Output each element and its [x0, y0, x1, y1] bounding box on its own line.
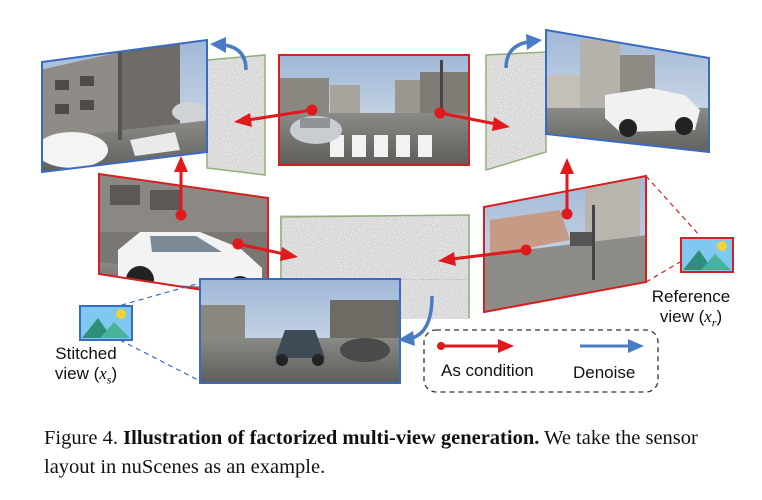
reference-image-icon: [680, 237, 734, 273]
arrow-vertical-right: [560, 158, 574, 220]
noise-panel-bottom-center: [280, 214, 470, 319]
arrow-center-to-left: [234, 104, 318, 127]
denoise-arrows: [210, 34, 542, 346]
legend-denoise-label: Denoise: [573, 363, 636, 382]
condition-arrows: [174, 104, 574, 266]
denoise-arrow-bottom: [398, 295, 434, 346]
camera-view-top-right: [545, 28, 710, 154]
legend-condition-arrow: [437, 339, 514, 353]
arrow-vertical-left: [174, 156, 188, 221]
stitched-label-line1: Stitched: [55, 344, 117, 363]
arrow-left-to-bottom: [232, 238, 298, 261]
reference-var: x: [704, 307, 712, 326]
multi-view-diagram: [41, 28, 734, 393]
legend-box: [423, 329, 659, 393]
stitched-image-icon: [79, 305, 133, 341]
stitched-var: x: [99, 364, 107, 383]
camera-view-bottom-center: [199, 278, 401, 384]
noise-panel-top-right: [485, 51, 547, 172]
camera-view-top-left: [41, 38, 208, 174]
leader-reference-bottom: [645, 261, 681, 283]
reference-label-line1: Reference: [651, 287, 731, 306]
figure-caption: Figure 4. Illustration of factorized mul…: [44, 424, 744, 482]
leader-stitched-top: [103, 282, 201, 311]
reference-view-label: Reference view (xr): [636, 287, 746, 332]
reference-label-line2: view (xr): [636, 307, 746, 332]
caption-title: Illustration of factorized multi-view ge…: [123, 427, 540, 449]
figure-number: Figure 4.: [44, 427, 119, 449]
denoise-arrow-top-left: [210, 37, 248, 71]
arrow-center-to-right: [434, 107, 510, 131]
legend-denoise-arrow: [580, 339, 644, 353]
leader-reference-top: [645, 175, 701, 237]
reference-sub: r: [711, 315, 717, 330]
noise-panel-top-left: [206, 54, 266, 176]
legend-condition-label: As condition: [441, 361, 534, 380]
leader-lines: [103, 175, 701, 382]
reference-close-paren: ): [716, 307, 723, 326]
stitched-close-paren: ): [111, 364, 118, 383]
stitched-view-text: view (: [54, 364, 100, 383]
stitched-view-label: Stitched view (xs): [44, 344, 128, 389]
denoise-arrow-top-right: [504, 34, 542, 69]
arrow-right-to-bottom: [438, 244, 532, 266]
leader-stitched-bottom: [119, 339, 201, 382]
stitched-sub: s: [106, 372, 112, 387]
camera-view-middle-right: [483, 174, 647, 314]
stitched-label-line2: view (xs): [44, 364, 128, 389]
reference-view-text: view (: [659, 307, 705, 326]
caption-text: We take the sensor layout in nuScenes as…: [44, 427, 698, 478]
camera-view-top-center: [278, 54, 470, 166]
